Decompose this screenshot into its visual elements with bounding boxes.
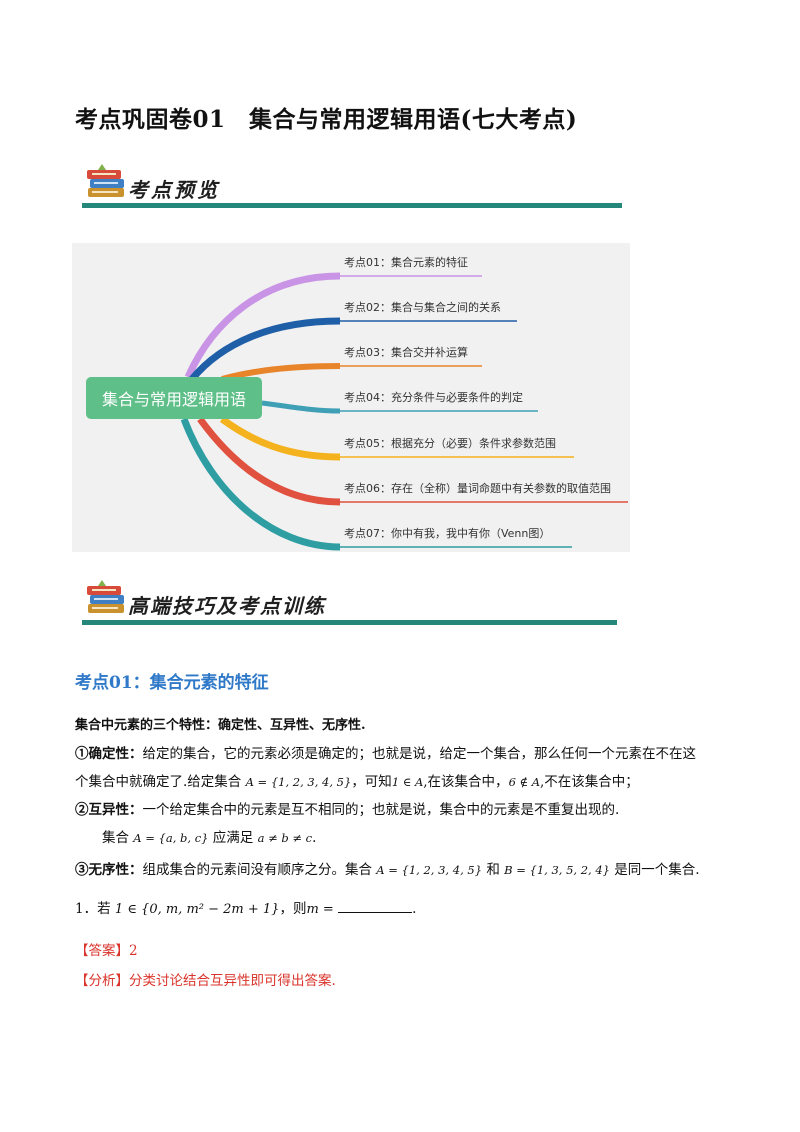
unordered-text-a: 组成集合的元素间没有顺序之分。集合 bbox=[142, 862, 373, 878]
preview-banner-rule bbox=[82, 203, 622, 208]
question-1-condition: 1 ∈ {0, m, m² − 2m + 1} bbox=[114, 902, 280, 917]
distinctness-example: 集合 A = {a, b, c} 应满足 a ≠ b ≠ c. bbox=[102, 826, 316, 850]
set-b-formula: B = {1, 3, 5, 2, 4} bbox=[504, 863, 610, 877]
answer-line: 【答案】2 bbox=[75, 939, 138, 963]
question-1-answer-blank bbox=[338, 898, 413, 913]
set-a-formula: A = {1, 2, 3, 4, 5} bbox=[245, 775, 352, 789]
unordered-label: ③无序性： bbox=[75, 862, 143, 878]
set-a-formula-2: A = {1, 2, 3, 4, 5} bbox=[376, 863, 483, 877]
mindmap-branch-07: 考点07：你中有我，我中有你（Venn图） bbox=[344, 527, 551, 540]
one-in-a-formula: 1 ∈ A bbox=[391, 775, 424, 789]
set-abc-formula: A = {a, b, c} bbox=[133, 831, 209, 845]
distinctness-text-c: 应满足 bbox=[212, 830, 254, 846]
answer-label: 【答案】 bbox=[75, 943, 129, 959]
document-title: 考点巩固卷01 集合与常用逻辑用语(七大考点) bbox=[75, 106, 578, 133]
unordered-and: 和 bbox=[486, 862, 500, 878]
determinacy-paragraph: ①确定性：给定的集合，它的元素必须是确定的；也就是说，给定一个集合，那么任何一个… bbox=[75, 742, 696, 766]
question-1-end: . bbox=[412, 901, 417, 917]
preview-banner-label: 考点预览 bbox=[128, 178, 220, 202]
determinacy-text-b: 个集合中就确定了.给定集合 bbox=[75, 774, 242, 790]
determinacy-text-a: 给定的集合，它的元素必须是确定的；也就是说，给定一个集合，那么任何一个元素在不在… bbox=[142, 746, 697, 762]
answer-value: 2 bbox=[129, 943, 138, 959]
determinacy-text-d: ,在该集合中， bbox=[423, 774, 509, 790]
analysis-line: 【分析】分类讨论结合互异性即可得出答案. bbox=[75, 969, 336, 993]
mindmap-branch-03: 考点03：集合交并补运算 bbox=[344, 346, 468, 359]
determinacy-text-e: ,不在该集合中； bbox=[540, 774, 639, 790]
intro-line: 集合中元素的三个特性：确定性、互异性、无序性. bbox=[75, 718, 366, 733]
distinctness-text-b: 集合 bbox=[102, 830, 129, 846]
mindmap-branches bbox=[180, 272, 628, 551]
preview-banner: 考点预览 bbox=[82, 162, 622, 212]
distinctness-label: ②互异性： bbox=[75, 802, 143, 818]
mindmap-branch-02: 考点02：集合与集合之间的关系 bbox=[344, 301, 501, 314]
distinctness-text-d: . bbox=[312, 830, 317, 846]
mindmap-branch-01: 考点01：集合元素的特征 bbox=[344, 256, 468, 269]
mindmap-center-node: 集合与常用逻辑用语 bbox=[86, 377, 262, 419]
question-1-then: ，则 bbox=[279, 901, 307, 917]
mindmap-branch-04: 考点04：充分条件与必要条件的判定 bbox=[344, 391, 523, 404]
books-icon bbox=[87, 580, 124, 613]
question-1: 1．若 1 ∈ {0, m, m² − 2m + 1}，则m = . bbox=[75, 897, 416, 922]
determinacy-label: ①确定性： bbox=[75, 746, 143, 762]
mindmap: 集合与常用逻辑用语 考点01：集合元素的特征 考点02：集合与集合之间的关系 考… bbox=[72, 243, 630, 552]
distinctness-text-a: 一个给定集合中的元素是互不相同的；也就是说，集合中的元素是不重复出现的. bbox=[142, 802, 620, 818]
unordered-text-b: 是同一个集合. bbox=[614, 862, 700, 878]
question-1-number: 1．若 bbox=[75, 901, 111, 917]
section-heading: 考点01：集合元素的特征 bbox=[75, 673, 269, 693]
six-notin-a-formula: 6 ∉ A bbox=[508, 775, 541, 789]
books-icon bbox=[87, 164, 124, 197]
mindmap-branch-06: 考点06：存在（全称）量词命题中有关参数的取值范围 bbox=[344, 482, 611, 495]
training-banner-label: 高端技巧及考点训练 bbox=[128, 594, 326, 618]
analysis-label: 【分析】 bbox=[75, 973, 129, 989]
determinacy-paragraph-line2: 个集合中就确定了.给定集合 A = {1, 2, 3, 4, 5}，可知1 ∈ … bbox=[75, 770, 639, 794]
analysis-text: 分类讨论结合互异性即可得出答案. bbox=[129, 973, 336, 989]
mindmap-branch-05: 考点05：根据充分（必要）条件求参数范围 bbox=[344, 437, 556, 450]
unordered-paragraph: ③无序性：组成集合的元素间没有顺序之分。集合 A = {1, 2, 3, 4, … bbox=[75, 858, 700, 882]
distinct-condition-formula: a ≠ b ≠ c bbox=[257, 831, 313, 845]
question-1-variable: m = bbox=[306, 902, 334, 917]
determinacy-text-c: ，可知 bbox=[351, 774, 392, 790]
training-banner-rule bbox=[82, 620, 617, 625]
training-banner: 高端技巧及考点训练 bbox=[82, 576, 617, 628]
distinctness-paragraph: ②互异性：一个给定集合中的元素是互不相同的；也就是说，集合中的元素是不重复出现的… bbox=[75, 798, 619, 822]
